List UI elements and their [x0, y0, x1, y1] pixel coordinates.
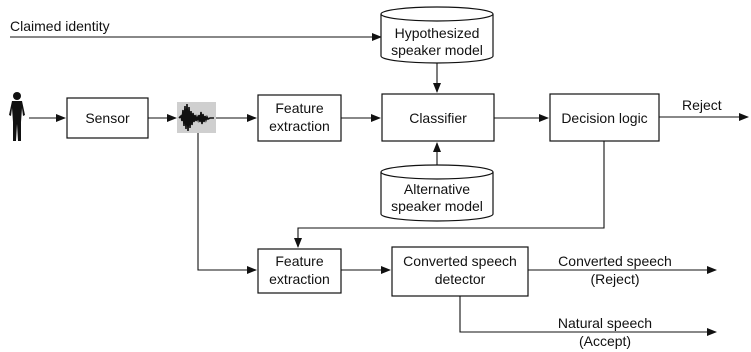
decision-to-feature-bottom-arrow: [294, 141, 605, 248]
converted-detector-line1: Converted speech: [403, 253, 517, 269]
connectors: [10, 33, 749, 336]
sensor-label: Sensor: [85, 110, 130, 126]
hypothesized-model-line2: speaker model: [391, 42, 483, 58]
classifier-box: Classifier: [381, 93, 495, 142]
feature-extraction-bottom-line1: Feature: [275, 253, 323, 269]
sensor-box: Sensor: [66, 97, 149, 139]
waveform-to-feature-bottom-arrow: [197, 131, 257, 274]
hypothesized-speaker-model: Hypothesized speaker model: [380, 6, 494, 64]
reject-label: Reject: [682, 97, 722, 113]
feature-extraction-bottom-box: Feature extraction: [257, 248, 342, 294]
classifier-label: Classifier: [409, 110, 467, 126]
converted-speech-label: Converted speech: [558, 253, 672, 269]
converted-speech-detector-box: Converted speech detector: [391, 246, 529, 297]
speech-waveform-icon: [177, 102, 216, 133]
alternative-model-line1: Alternative: [404, 181, 470, 197]
natural-speech-arrow: [459, 296, 717, 336]
decision-logic-box: Decision logic: [549, 93, 660, 142]
feature-extraction-top-box: Feature extraction: [257, 94, 342, 142]
feature-extraction-top-line2: extraction: [269, 118, 330, 134]
feature-extraction-top-line1: Feature: [275, 100, 323, 116]
claimed-identity-label: Claimed identity: [10, 18, 110, 34]
natural-accept-label: (Accept): [579, 333, 631, 349]
decision-logic-label: Decision logic: [561, 110, 647, 126]
alternative-model-line2: speaker model: [391, 198, 483, 214]
feature-extraction-bottom-line2: extraction: [269, 271, 330, 287]
converted-detector-line2: detector: [435, 271, 486, 287]
hypothesized-model-line1: Hypothesized: [395, 25, 480, 41]
alternative-speaker-model: Alternative speaker model: [380, 164, 494, 222]
natural-speech-label: Natural speech: [558, 315, 652, 331]
converted-reject-label: (Reject): [590, 271, 639, 287]
person-silhouette-icon: [9, 92, 25, 141]
